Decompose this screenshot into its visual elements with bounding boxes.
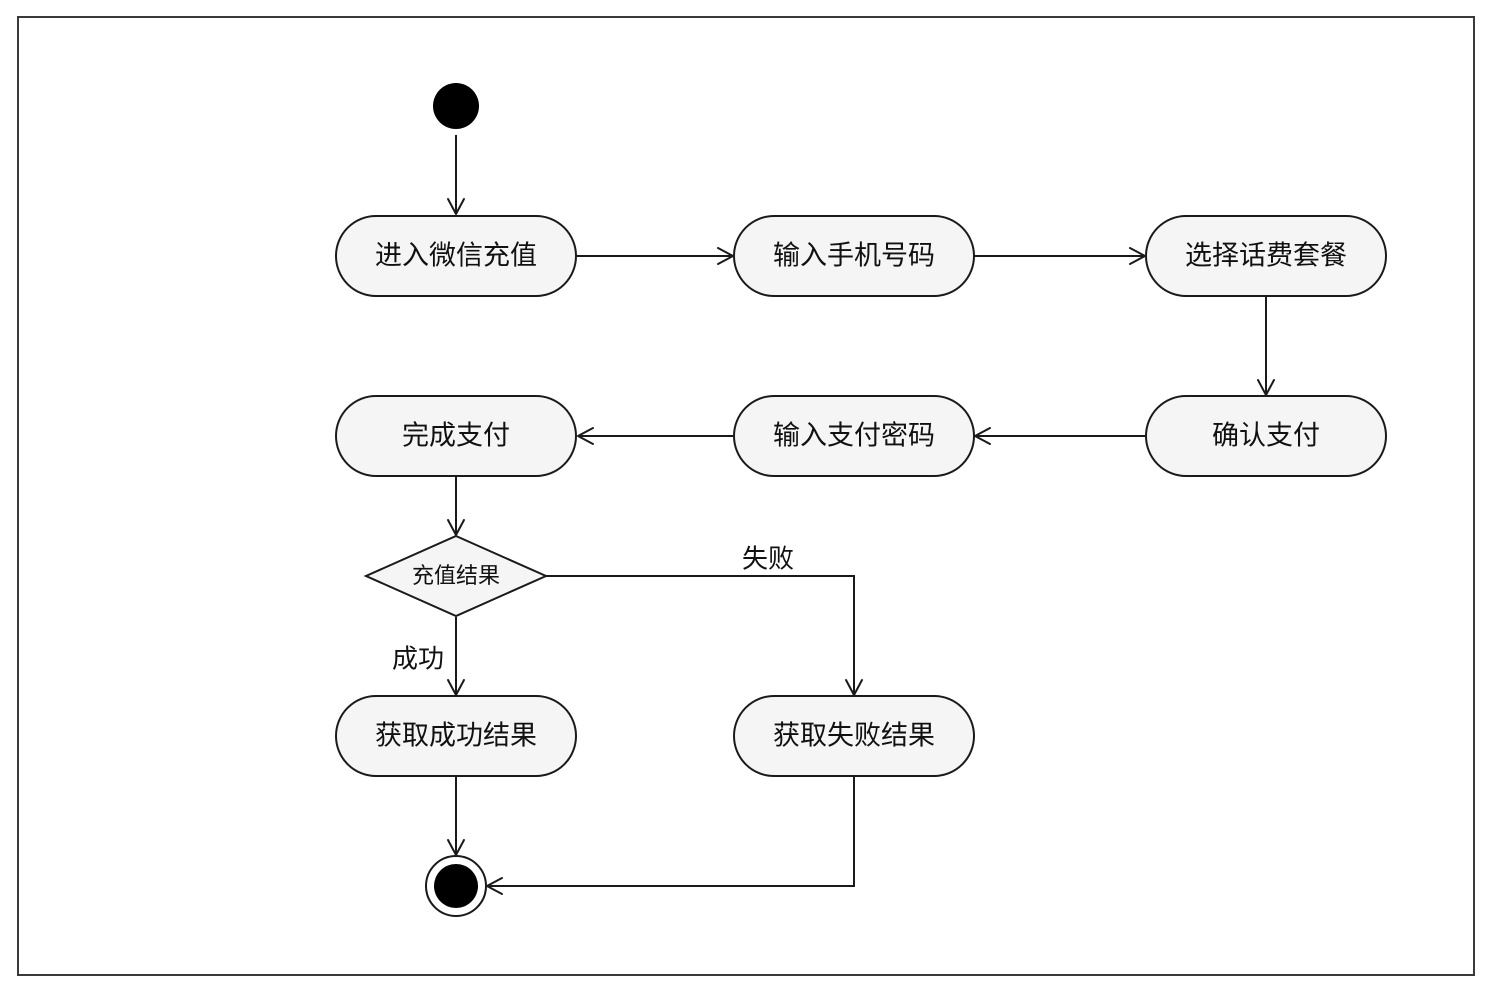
node-confirm-pay-shape xyxy=(1145,395,1387,477)
node-fail-result-label: 获取失败结果 xyxy=(773,721,935,752)
arrowhead-password-to-complete xyxy=(577,427,594,445)
node-success-result-shape xyxy=(335,695,577,777)
node-complete-pay: 完成支付 xyxy=(335,395,577,477)
node-success-result: 获取成功结果 xyxy=(335,695,577,777)
node-input-phone-shape xyxy=(733,215,975,297)
node-enter-wechat-shape xyxy=(335,215,577,297)
node-input-password: 输入支付密码 xyxy=(733,395,975,477)
node-success-result-label: 获取成功结果 xyxy=(375,721,537,752)
node-fail-result: 获取失败结果 xyxy=(733,695,975,777)
node-choose-plan: 选择话费套餐 xyxy=(1145,215,1387,297)
edge-label-fail: 失败 xyxy=(742,545,794,575)
node-choose-plan-shape xyxy=(1145,215,1387,297)
node-confirm-pay: 确认支付 xyxy=(1145,395,1387,477)
node-choose-plan-label: 选择话费套餐 xyxy=(1185,241,1347,272)
node-input-password-shape xyxy=(733,395,975,477)
decision-diamond xyxy=(363,534,549,618)
node-input-phone: 输入手机号码 xyxy=(733,215,975,297)
node-complete-pay-shape xyxy=(335,395,577,477)
start-node xyxy=(433,83,479,129)
node-confirm-pay-label: 确认支付 xyxy=(1212,421,1320,452)
end-node-core xyxy=(434,864,478,908)
edge-label-success: 成功 xyxy=(392,645,444,675)
edge-fail-to-end xyxy=(487,777,855,887)
node-enter-wechat: 进入微信充值 xyxy=(335,215,577,297)
end-node xyxy=(425,855,487,917)
decision-result: 充值结果 xyxy=(363,534,549,618)
node-input-phone-label: 输入手机号码 xyxy=(773,241,935,272)
node-enter-wechat-label: 进入微信充值 xyxy=(375,241,537,272)
node-input-password-label: 输入支付密码 xyxy=(773,421,935,452)
node-complete-pay-label: 完成支付 xyxy=(402,421,510,452)
decision-label: 充值结果 xyxy=(412,564,500,589)
arrowhead-start-to-enter xyxy=(447,198,465,215)
edge-decision-to-fail xyxy=(546,575,855,695)
diagram-frame xyxy=(17,16,1475,976)
node-fail-result-shape xyxy=(733,695,975,777)
